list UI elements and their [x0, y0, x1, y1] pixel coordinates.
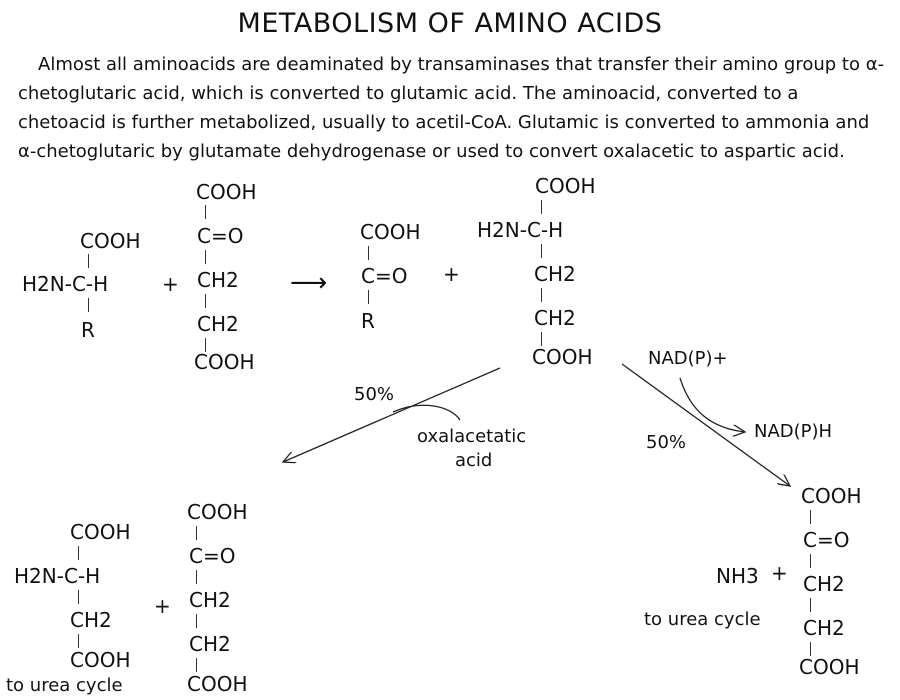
- akg-line-4: CH2: [197, 312, 239, 336]
- bond: [205, 205, 206, 219]
- akg2-line-2: C=O: [189, 544, 236, 568]
- keto-line-2: C=O: [361, 264, 408, 288]
- akg3-line-3: CH2: [803, 572, 845, 596]
- bond: [541, 200, 542, 214]
- bond: [88, 254, 89, 268]
- bond: [78, 590, 79, 604]
- urea-cycle-right: to urea cycle: [644, 609, 761, 630]
- bond: [88, 298, 89, 312]
- akg3-line-4: CH2: [803, 616, 845, 640]
- bond: [541, 288, 542, 302]
- akg-line-1: COOH: [196, 180, 257, 204]
- bond: [810, 642, 811, 656]
- nadp-plus-label: NAD(P)+: [648, 348, 728, 369]
- plus-sign: +: [771, 561, 788, 585]
- bond: [810, 598, 811, 612]
- bond: [541, 244, 542, 258]
- reaction-arrow: ⟶: [290, 268, 328, 298]
- glu-line-1: COOH: [535, 174, 596, 198]
- akg-line-3: CH2: [197, 268, 239, 292]
- akg3-line-5: COOH: [799, 655, 860, 679]
- glu-line-3: CH2: [534, 262, 576, 286]
- bond: [368, 246, 369, 260]
- bond: [205, 294, 206, 308]
- intro-text: Almost all aminoacids are deaminated by …: [18, 54, 885, 162]
- asp-line-3: CH2: [70, 608, 112, 632]
- aa-cooh: COOH: [80, 229, 141, 253]
- glu-line-5: COOH: [532, 345, 593, 369]
- bond: [541, 332, 542, 346]
- akg-line-2: C=O: [197, 224, 244, 248]
- glu-line-2: H2N-C-H: [477, 218, 564, 242]
- glu-line-4: CH2: [534, 306, 576, 330]
- plus-sign: +: [443, 262, 460, 286]
- urea-cycle-left: to urea cycle: [6, 675, 123, 696]
- bond: [196, 526, 197, 540]
- asp-line-2: H2N-C-H: [14, 564, 101, 588]
- oxalacetic-curve: [392, 404, 461, 421]
- nadph-label: NAD(P)H: [754, 421, 833, 442]
- bond: [205, 250, 206, 264]
- percent-right: 50%: [646, 432, 687, 453]
- bond: [196, 614, 197, 628]
- arrow-to-ketoglutarate: [621, 363, 790, 486]
- nadp-curve: [679, 377, 745, 432]
- keto-line-1: COOH: [360, 220, 421, 244]
- bond: [78, 546, 79, 560]
- plus-sign: +: [162, 272, 179, 296]
- nh3-formula: NH3: [716, 564, 759, 588]
- bond: [196, 570, 197, 584]
- oxalacetic-label: oxalacetatic: [417, 426, 527, 447]
- asp-line-1: COOH: [70, 520, 131, 544]
- bond: [196, 658, 197, 672]
- page-title: METABOLISM OF AMINO ACIDS: [237, 8, 663, 39]
- akg2-line-3: CH2: [189, 588, 231, 612]
- asp-line-4: COOH: [70, 648, 131, 672]
- bond: [205, 338, 206, 352]
- plus-sign: +: [154, 594, 171, 618]
- akg3-line-1: COOH: [801, 484, 862, 508]
- aa-h2n-c-h: H2N-C-H: [22, 272, 109, 296]
- akg2-line-4: CH2: [189, 632, 231, 656]
- akg-line-5: COOH: [194, 350, 255, 374]
- bond: [810, 510, 811, 524]
- arrow-to-aspartate: [283, 367, 501, 462]
- keto-line-3: R: [361, 309, 375, 333]
- aa-r: R: [81, 318, 95, 342]
- bond: [78, 634, 79, 648]
- akg3-line-2: C=O: [803, 528, 850, 552]
- percent-left: 50%: [354, 384, 395, 405]
- intro-paragraph: Almost all aminoacids are deaminated by …: [18, 50, 888, 166]
- bond: [368, 290, 369, 304]
- akg2-line-1: COOH: [187, 500, 248, 524]
- oxalacetic-label-2: acid: [455, 450, 493, 471]
- akg2-line-5: COOH: [187, 672, 248, 696]
- bond: [810, 554, 811, 568]
